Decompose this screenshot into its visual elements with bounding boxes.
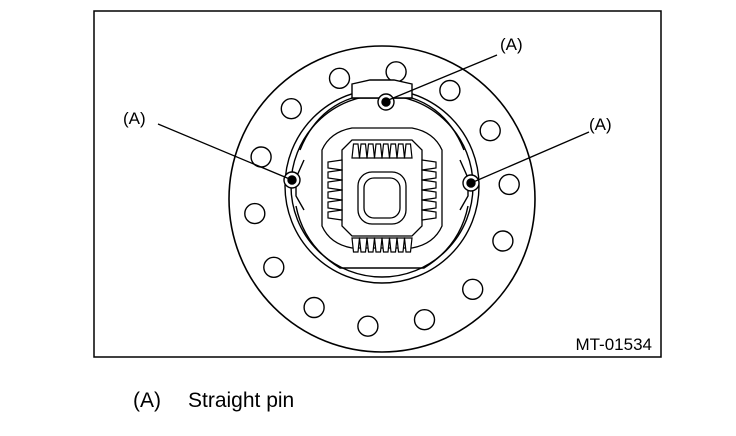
gear-tooth <box>388 237 398 253</box>
bolt-hole <box>439 79 461 102</box>
figure-code: MT-01534 <box>575 335 652 354</box>
gear-tooth <box>381 237 391 253</box>
bolt-hole <box>263 256 285 278</box>
leader-line-right <box>470 131 590 184</box>
gear-tooth <box>327 209 343 221</box>
gear-teeth-side <box>327 159 437 221</box>
callout-label-right: (A) <box>589 115 612 134</box>
leader-line-top <box>385 54 498 102</box>
gear-tooth <box>366 143 376 159</box>
bolt-hole <box>492 230 514 252</box>
gear-tooth <box>421 209 437 221</box>
gear-tooth <box>351 237 361 253</box>
bolt-hole <box>498 173 520 196</box>
gear-tooth <box>421 169 437 181</box>
gear-tooth <box>421 179 437 191</box>
gear-teeth-bottom <box>351 237 413 253</box>
gear-tooth <box>388 143 398 159</box>
legend-text: Straight pin <box>188 389 295 412</box>
legend-key: (A) <box>133 389 161 412</box>
figure-frame <box>93 10 662 358</box>
callout-label-top: (A) <box>500 35 523 54</box>
bolt-hole <box>244 202 266 225</box>
gear-tooth <box>327 159 343 171</box>
gear-tooth <box>351 143 361 159</box>
bolt-hole <box>479 119 501 142</box>
callout-label-left: (A) <box>123 109 146 128</box>
gear-tooth <box>327 199 343 211</box>
gear-teeth-top <box>351 143 413 159</box>
gear-tooth <box>327 169 343 181</box>
leader-line-left <box>157 123 293 181</box>
bolt-hole <box>462 278 484 300</box>
gear-tooth <box>366 237 376 253</box>
diagram-figure: (A) (A) (A) MT-01534 <box>93 10 662 358</box>
bolt-holes <box>244 61 520 337</box>
gear-tooth <box>373 237 383 253</box>
bolt-hole <box>413 309 436 331</box>
gear-tooth <box>396 237 406 253</box>
gear-tooth <box>403 237 413 253</box>
gear-tooth <box>396 143 406 159</box>
gear-tooth <box>373 143 383 159</box>
center-window <box>357 171 407 225</box>
gear-tooth <box>381 143 391 159</box>
legend: (A) Straight pin <box>133 388 294 414</box>
bolt-hole <box>303 296 325 319</box>
gear-tooth <box>403 143 413 159</box>
gear-tooth <box>358 237 368 253</box>
leader-lines <box>157 54 590 184</box>
bolt-hole <box>357 315 379 337</box>
gear-tooth <box>421 199 437 211</box>
bolt-hole <box>280 97 302 120</box>
bolt-hole <box>385 61 407 83</box>
gear-tooth <box>421 159 437 171</box>
gear-tooth <box>327 179 343 191</box>
bolt-hole <box>328 67 351 90</box>
pin-top <box>377 93 395 111</box>
gear-tooth <box>358 143 368 159</box>
gear-tooth <box>327 189 343 201</box>
gear-tooth <box>421 189 437 201</box>
